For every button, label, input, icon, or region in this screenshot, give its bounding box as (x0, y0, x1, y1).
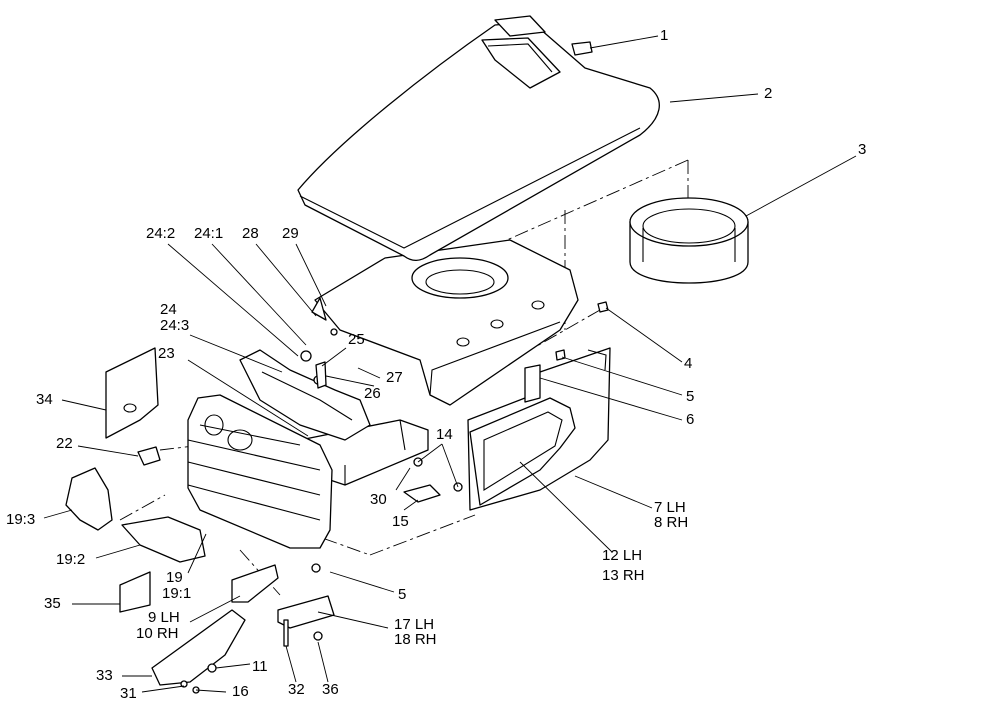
part-hood-support-cowl (314, 239, 579, 406)
callout-32: 32 (288, 681, 305, 698)
callout-10-rh: 10 RH (136, 625, 179, 642)
callout-24-2: 24:2 (146, 225, 176, 242)
callout-15: 15 (392, 513, 409, 530)
part-19-3-cover (65, 467, 113, 531)
callout-34: 34 (36, 391, 53, 408)
part-5-screw-upper (555, 349, 566, 361)
callout-17-lh: 17 LH (394, 616, 435, 633)
part-19-grille (187, 394, 333, 549)
callout-24: 24 (160, 301, 177, 318)
callout-12-lh: 12 LH (602, 547, 643, 564)
part-9-10-bracket (231, 564, 279, 603)
callout-29: 29 (282, 225, 299, 242)
callout-4: 4 (684, 355, 693, 372)
callout-14: 14 (436, 426, 453, 443)
callout-22: 22 (56, 435, 73, 452)
callout-9-lh: 9 LH (148, 609, 180, 626)
part-22-plate (137, 446, 161, 466)
part-4-screw (597, 301, 609, 313)
callout-28: 28 (242, 225, 259, 242)
part-1-hood-pad (494, 15, 593, 56)
callout-1: 1 (660, 27, 669, 44)
callout-5-upper: 5 (686, 388, 695, 405)
callout-24-1: 24:1 (194, 225, 224, 242)
callout-6: 6 (686, 411, 695, 428)
callout-33: 33 (96, 667, 113, 684)
callout-25: 25 (348, 331, 365, 348)
part-3-ring-seal (629, 197, 749, 284)
part-19-2-cover (121, 516, 206, 563)
callout-31: 31 (120, 685, 137, 702)
part-34-bracket (105, 347, 159, 439)
part-6-spacer (524, 364, 541, 403)
callout-8-rh: 8 RH (654, 514, 689, 531)
part-35-plate (119, 571, 151, 613)
callout-19: 19 (166, 569, 183, 586)
callout-7-lh: 7 LH (654, 499, 686, 516)
callout-27: 27 (386, 369, 403, 386)
part-24-light-panel (239, 349, 371, 441)
leader-lines (43, 35, 857, 693)
callout-36: 36 (322, 681, 339, 698)
callout-18-rh: 18 RH (394, 631, 437, 648)
callout-16: 16 (232, 683, 249, 700)
part-12-13-gasket-frame (469, 397, 576, 506)
part-17-18-bracket (277, 595, 335, 629)
callout-23: 23 (158, 345, 175, 362)
part-33-bracket (151, 609, 246, 686)
callout-3: 3 (858, 141, 867, 158)
callout-13-rh: 13 RH (602, 567, 645, 584)
callout-5-lower: 5 (398, 586, 407, 603)
callout-24-3: 24:3 (160, 317, 190, 334)
callout-19-1: 19:1 (162, 585, 192, 602)
callout-19-2: 19:2 (56, 551, 86, 568)
callout-35: 35 (44, 595, 61, 612)
callout-2: 2 (764, 85, 773, 102)
fasteners (180, 297, 463, 694)
callout-30: 30 (370, 491, 387, 508)
callout-26: 26 (364, 385, 381, 402)
callout-11: 11 (252, 658, 268, 675)
part-2-hood (297, 21, 660, 262)
callout-19-3: 19:3 (6, 511, 36, 528)
